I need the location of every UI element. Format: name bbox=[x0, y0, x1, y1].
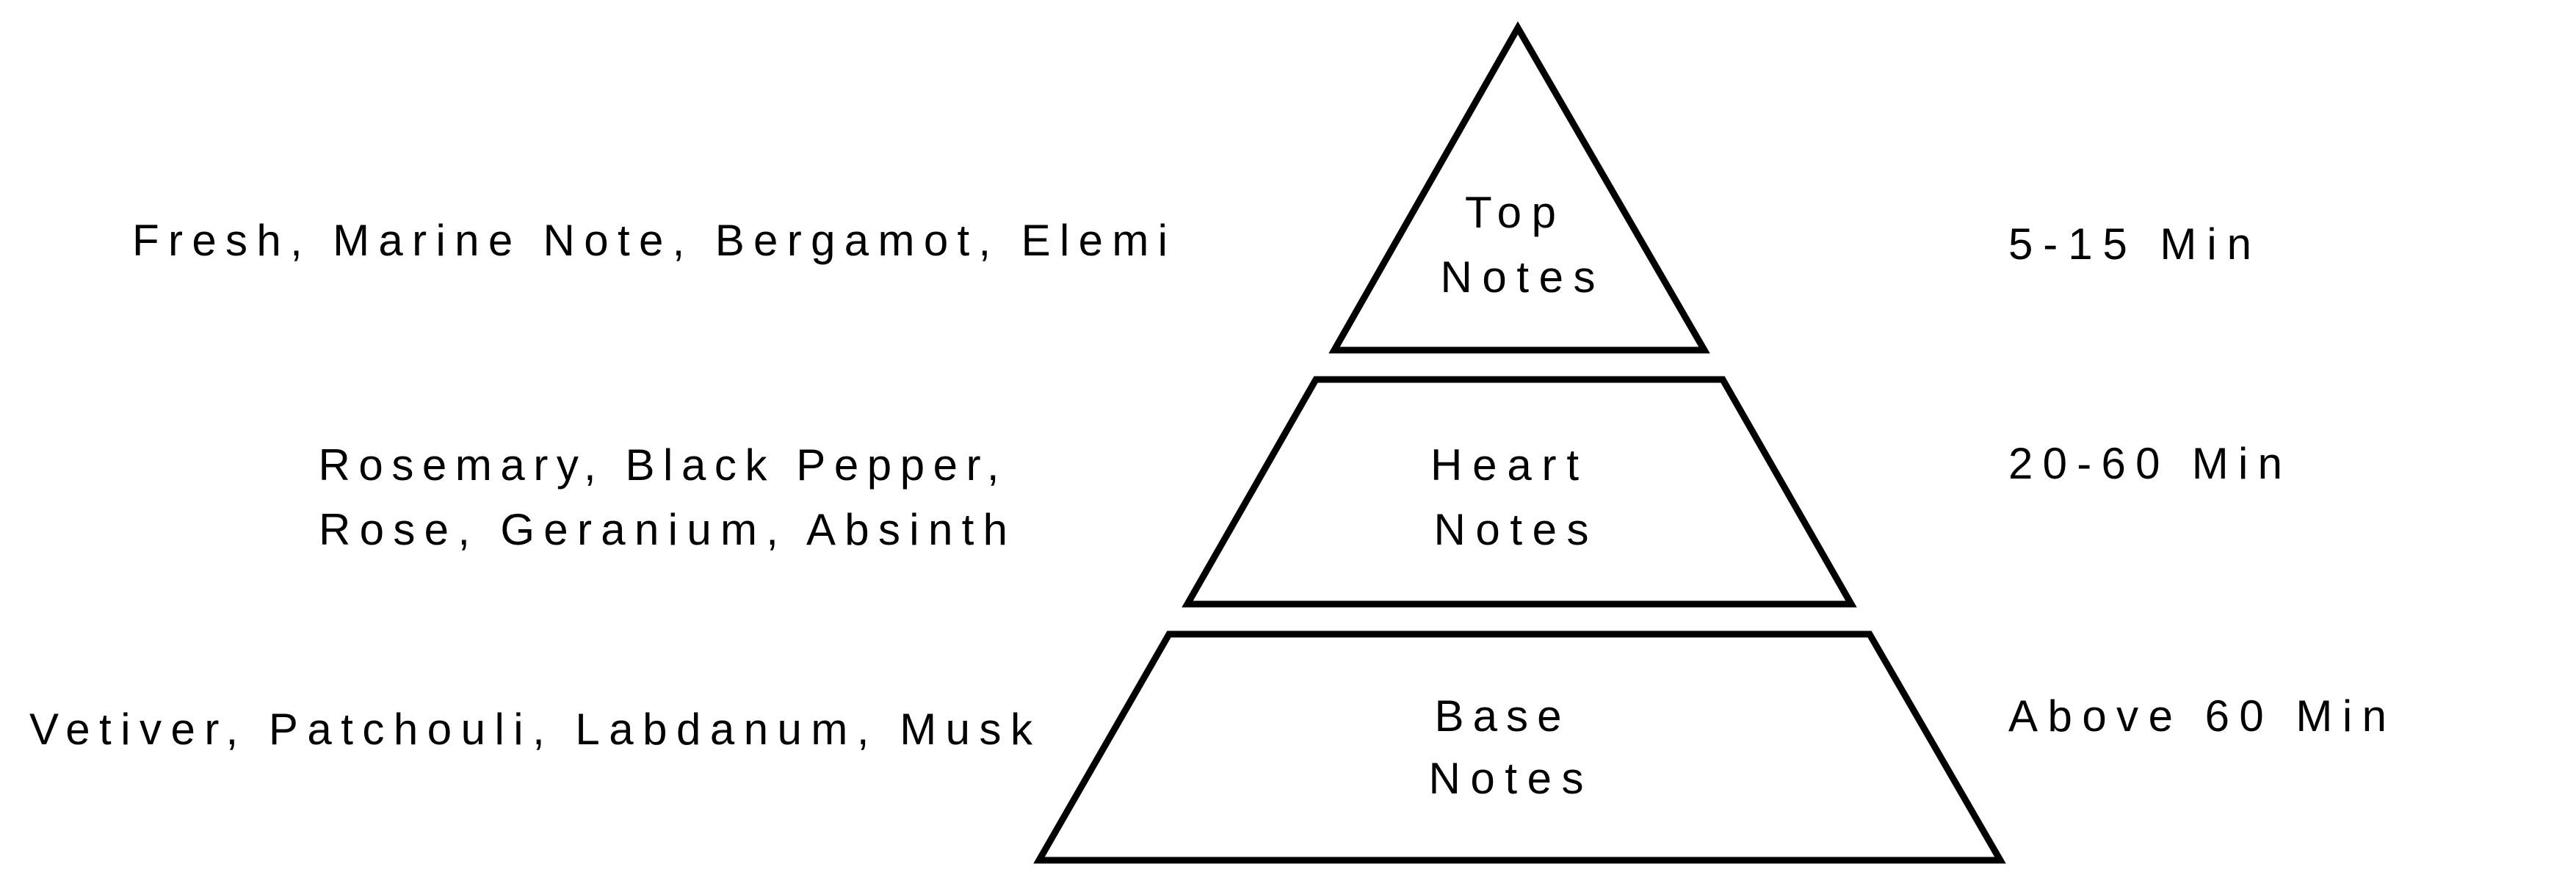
duration-text: Above 60 Min bbox=[2008, 691, 2387, 741]
tier-heart: Heart Notes Rosemary, Black Pepper, Rose… bbox=[319, 376, 2282, 608]
heart-notes-trapezoid bbox=[1182, 376, 1857, 608]
top-notes-triangle bbox=[1328, 21, 1710, 354]
tier-label: Top bbox=[1465, 188, 1556, 237]
ingredients-text: Rose, Geranium, Absinth bbox=[319, 505, 1007, 554]
tier-top: Top Notes Fresh, Marine Note, Bergamot, … bbox=[132, 21, 2251, 354]
tier-base: Base Notes Vetiver, Patchouli, Labdanum,… bbox=[29, 631, 2387, 864]
ingredients-text: Fresh, Marine Note, Bergamot, Elemi bbox=[132, 216, 1168, 265]
duration-text: 20-60 Min bbox=[2008, 439, 2282, 488]
duration-text: 5-15 Min bbox=[2008, 219, 2251, 269]
ingredients-text: Vetiver, Patchouli, Labdanum, Musk bbox=[29, 705, 1033, 754]
base-notes-trapezoid bbox=[1033, 631, 2006, 864]
ingredients-text: Rosemary, Black Pepper, bbox=[319, 440, 999, 490]
